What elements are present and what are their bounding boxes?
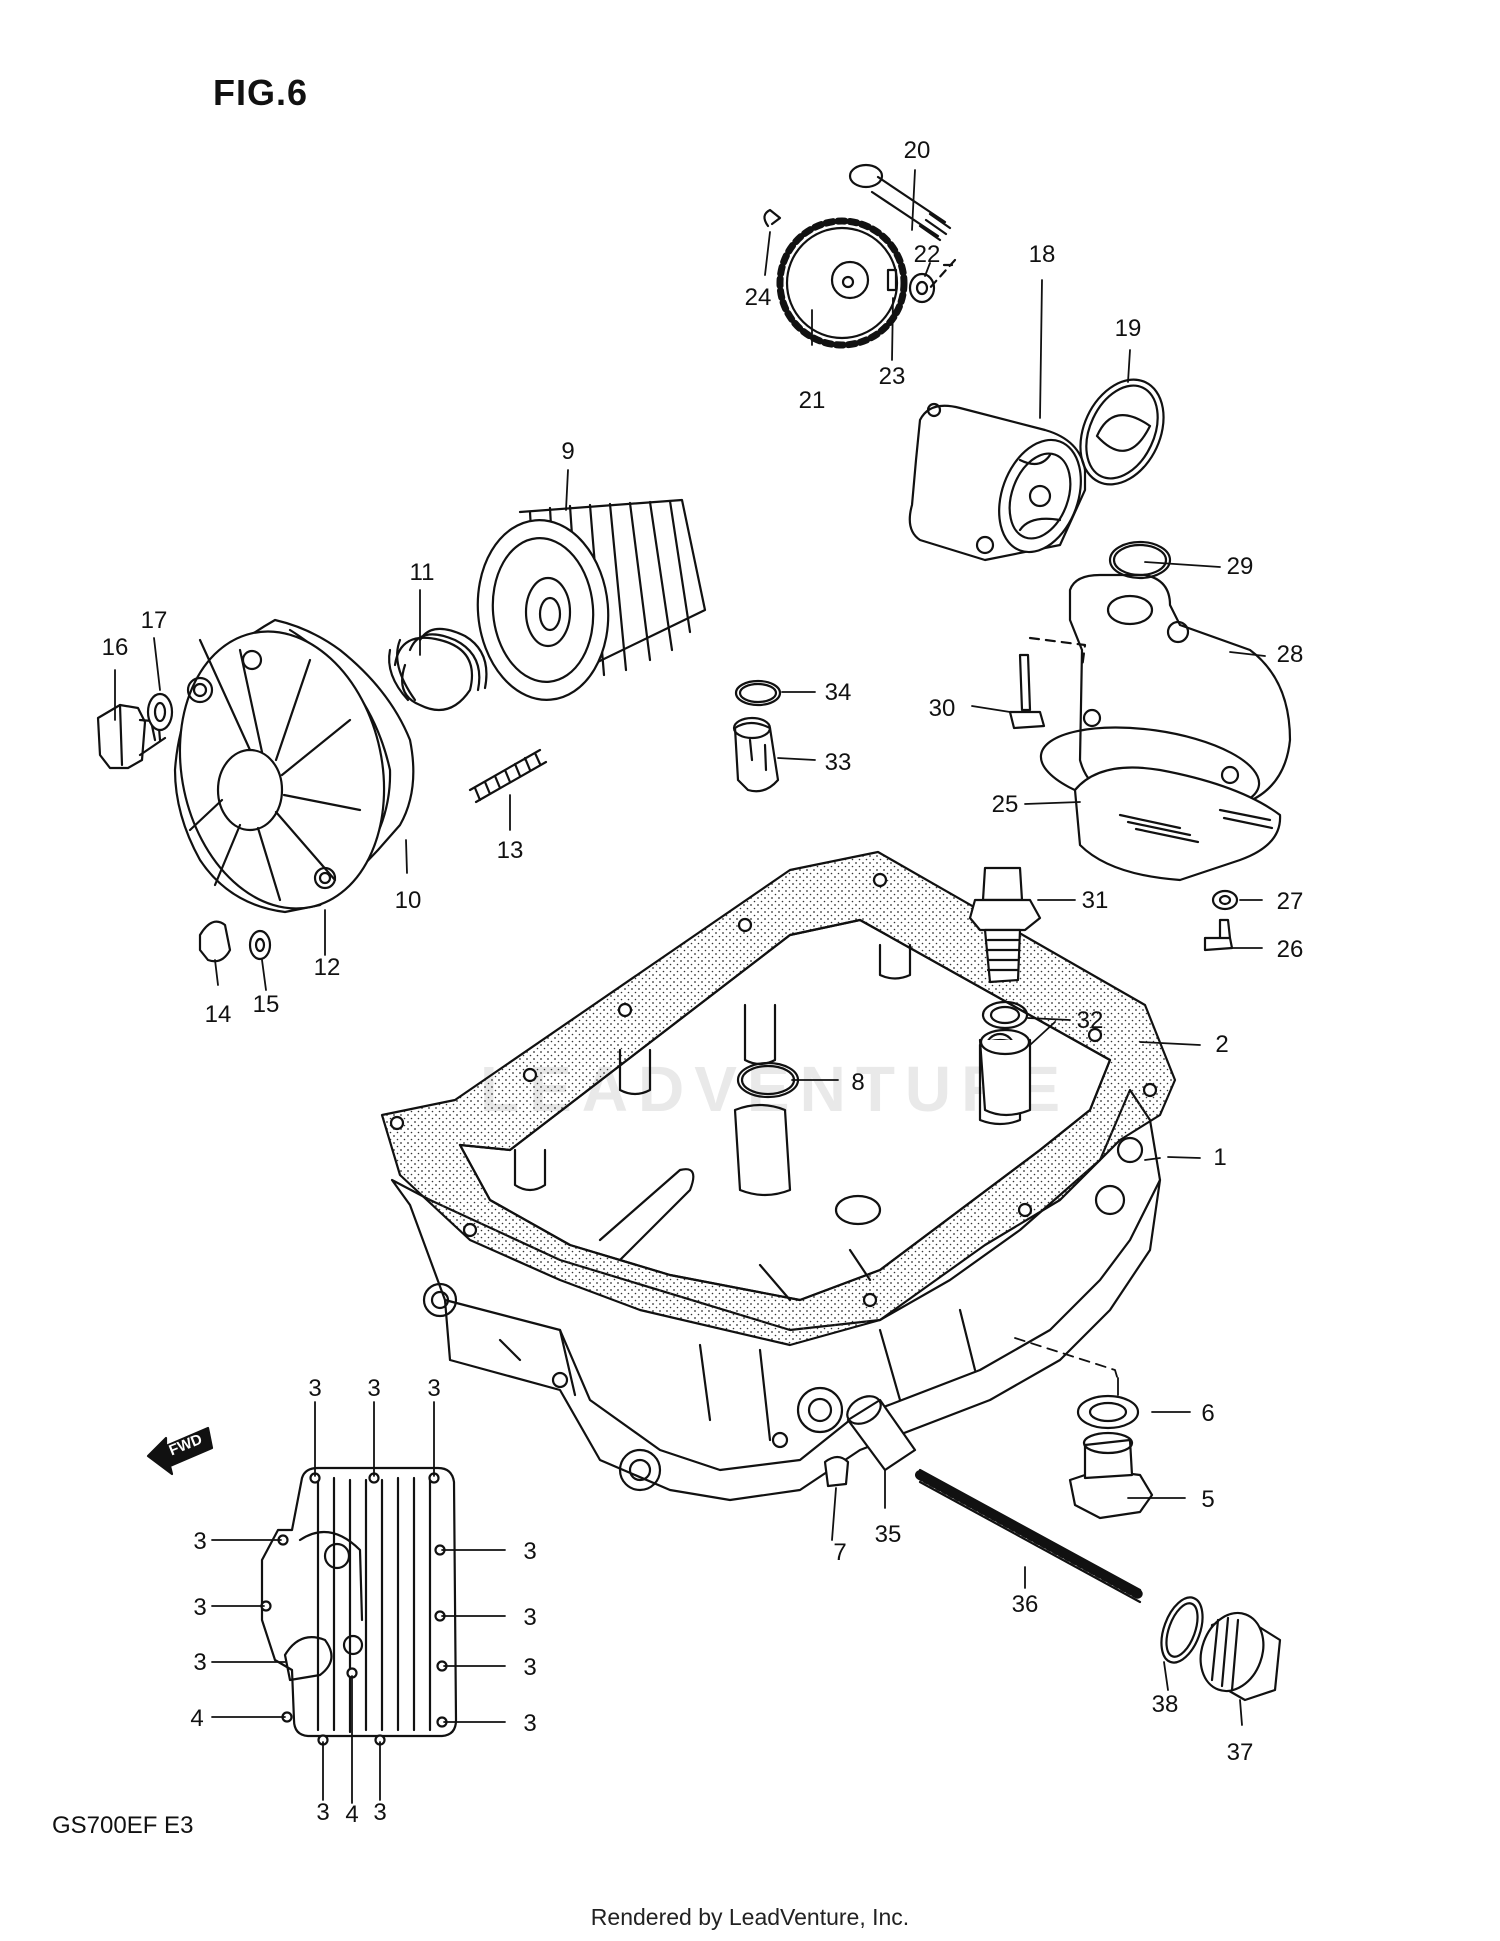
callout-3a: 3 — [308, 1375, 321, 1402]
callout-3c: 3 — [427, 1375, 440, 1402]
drain-plug-5 — [1068, 1431, 1154, 1520]
callout-8: 8 — [851, 1069, 864, 1096]
callout-3b: 3 — [367, 1375, 380, 1402]
callout-20: 20 — [904, 137, 931, 164]
callout-34: 34 — [825, 679, 852, 706]
callout-15: 15 — [253, 991, 280, 1018]
callout-9: 9 — [561, 438, 574, 465]
oil-strainer-part — [1073, 766, 1282, 882]
callout-12: 12 — [314, 954, 341, 981]
callout-11: 11 — [410, 559, 435, 586]
callout-3d: 3 — [193, 1528, 206, 1555]
cap-nut-part — [198, 920, 272, 963]
callout-1: 1 — [1213, 1144, 1226, 1171]
callout-28: 28 — [1277, 641, 1304, 668]
callout-5: 5 — [1201, 1486, 1214, 1513]
oil-jet-part — [732, 679, 782, 793]
callout-36: 36 — [1012, 1591, 1039, 1618]
callout-3j: 3 — [523, 1710, 536, 1737]
leader-lines — [114, 169, 1266, 1804]
callout-3i: 3 — [523, 1654, 536, 1681]
pump-bolt-part — [848, 163, 952, 242]
pressure-switch-part — [968, 866, 1042, 984]
callout-3l: 3 — [373, 1799, 386, 1826]
housing-bolt-30 — [1008, 636, 1087, 730]
callout-38: 38 — [1152, 1691, 1179, 1718]
callout-32: 32 — [1077, 1007, 1104, 1034]
callout-26: 26 — [1277, 936, 1304, 963]
callout-19: 19 — [1115, 315, 1142, 342]
callout-4b: 4 — [345, 1801, 358, 1828]
callout-3f: 3 — [193, 1649, 206, 1676]
oil-pump-ring-part — [1079, 378, 1165, 486]
callout-33: 33 — [825, 749, 852, 776]
callout-16: 16 — [102, 634, 129, 661]
model-code: GS700EF E3 — [52, 1812, 194, 1839]
callout-18: 18 — [1029, 241, 1056, 268]
relief-spring-36 — [915, 1468, 1145, 1604]
jet-7 — [823, 1455, 850, 1488]
lock-washer-27 — [1211, 889, 1239, 911]
callout-4a: 4 — [190, 1705, 203, 1732]
filter-spring-part — [388, 627, 488, 712]
callout-37: 37 — [1227, 1739, 1254, 1766]
stud-bolt-part — [468, 748, 548, 804]
callout-29: 29 — [1227, 553, 1254, 580]
oring-8 — [736, 1061, 800, 1099]
strainer-bolt-26 — [1203, 918, 1234, 952]
callout-14: 14 — [205, 1001, 232, 1028]
forward-arrow-icon — [146, 1426, 214, 1476]
gasket-part — [380, 850, 1177, 1347]
callout-23: 23 — [879, 363, 906, 390]
pump-gear-part — [776, 217, 908, 349]
callout-7: 7 — [833, 1539, 846, 1566]
callout-10: 10 — [395, 887, 422, 914]
oil-pan-part — [390, 1088, 1162, 1502]
callout-22: 22 — [914, 241, 941, 268]
callout-6: 6 — [1201, 1400, 1214, 1427]
callout-3e: 3 — [193, 1594, 206, 1621]
oil-pump-part — [908, 402, 1087, 562]
filter-cap-part — [178, 630, 386, 910]
sealing-washer-32 — [978, 1000, 1032, 1117]
callout-35: 35 — [875, 1521, 902, 1548]
drain-gasket-6 — [1076, 1394, 1140, 1430]
oil-pan-bottom-view — [260, 1466, 458, 1746]
plug-37 — [1199, 1611, 1282, 1702]
callout-13: 13 — [497, 837, 524, 864]
callout-21: 21 — [799, 387, 826, 414]
sleeve-35 — [846, 1395, 917, 1472]
oil-filter-part — [476, 498, 707, 701]
callout-27: 27 — [1277, 888, 1304, 915]
callout-31: 31 — [1082, 887, 1109, 914]
callout-3k: 3 — [316, 1799, 329, 1826]
oring-29 — [1108, 540, 1172, 580]
callout-2: 2 — [1215, 1031, 1228, 1058]
callout-25: 25 — [992, 791, 1019, 818]
small-parts-pump — [763, 208, 957, 304]
callout-30: 30 — [929, 695, 956, 722]
figure-title: FIG.6 — [213, 72, 309, 113]
render-credit: Rendered by LeadVenture, Inc. — [590, 1904, 910, 1930]
callout-17: 17 — [141, 607, 168, 634]
drain-bolt-part — [96, 692, 174, 770]
plug-gasket-38 — [1160, 1596, 1204, 1664]
callout-3h: 3 — [523, 1604, 536, 1631]
callout-24: 24 — [745, 284, 772, 311]
callout-3g: 3 — [523, 1538, 536, 1565]
